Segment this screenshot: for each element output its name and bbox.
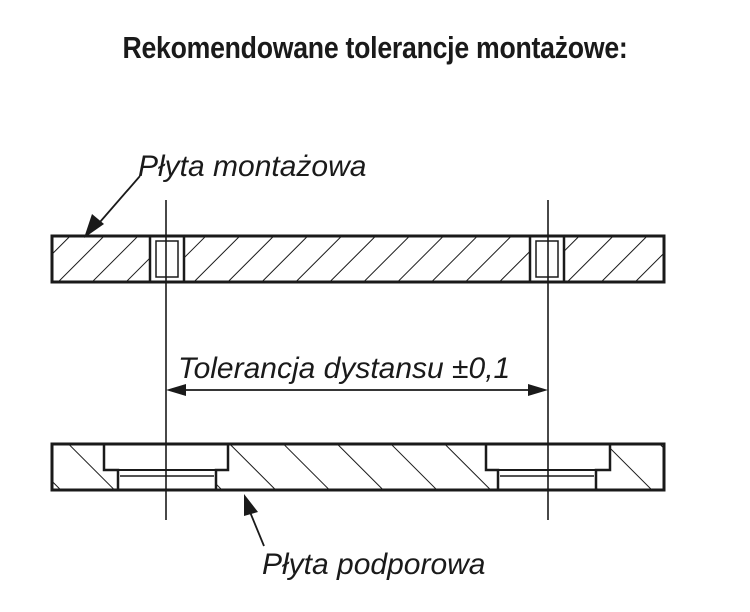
support-plate	[50, 442, 666, 492]
mounting-plate-leader	[84, 175, 141, 238]
mounting-plate-label: Płyta montażowa	[138, 150, 366, 183]
mounting-plate	[50, 234, 666, 284]
distance-dimension	[166, 384, 548, 396]
page-title: Rekomendowane tolerancje montażowe:	[122, 30, 628, 65]
support-plate-leader	[244, 494, 265, 547]
support-plate-label: Płyta podporowa	[262, 548, 485, 581]
distance-tolerance-label: Tolerancja dystansu ±0,1	[178, 352, 510, 385]
